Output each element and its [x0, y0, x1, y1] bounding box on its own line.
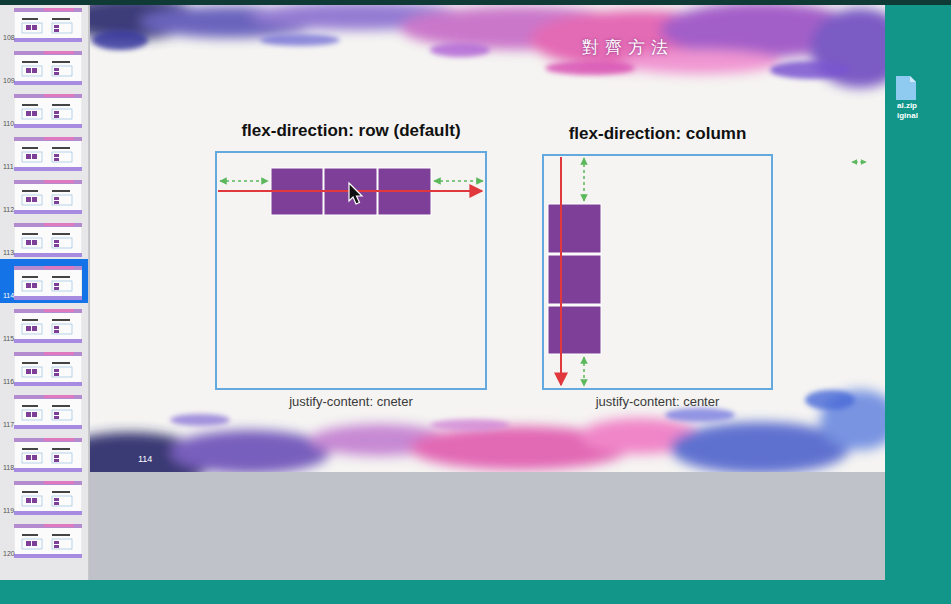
slide-thumbnail-number: 113 — [3, 249, 14, 256]
slide-title: 對齊方法 — [582, 36, 674, 59]
slide-thumbnail-number: 119 — [3, 507, 14, 514]
example-heading: flex-direction: row (default) — [241, 121, 460, 141]
example-caption: justify-content: center — [596, 394, 720, 409]
slide-thumbnail-number: 110 — [3, 120, 14, 127]
flex-container-frame — [215, 151, 487, 390]
flex-example: flex-direction: row (default) justify-con… — [215, 121, 487, 409]
slide-thumbnail-number: 114 — [3, 292, 14, 299]
desktop-file-name: iginal — [897, 111, 918, 120]
flex-container-frame — [542, 154, 773, 390]
slide-thumbnail-number: 111 — [3, 163, 14, 170]
slide-thumbnail-number: 116 — [3, 378, 14, 385]
slide-number: 114 — [138, 454, 152, 464]
slide-thumbnail-number: 109 — [3, 77, 15, 84]
row-illustration — [218, 168, 483, 215]
slide-thumbnail-number: 115 — [3, 335, 14, 342]
example-caption: justify-content: cneter — [289, 394, 413, 409]
desktop-file-name: al.zip — [897, 101, 917, 110]
flex-example: flex-direction: column justify-content: c… — [542, 124, 773, 409]
column-illustration — [548, 157, 601, 386]
slide-thumbnail-number: 108 — [3, 34, 15, 41]
slide-thumbnail-number: 120 — [3, 550, 15, 557]
slide-thumbnail-number: 117 — [3, 421, 14, 428]
slide-thumbnail-number: 112 — [3, 206, 14, 213]
example-heading: flex-direction: column — [569, 124, 747, 144]
mouse-cursor — [349, 183, 362, 204]
slide-thumbnail-number: 118 — [3, 464, 14, 471]
